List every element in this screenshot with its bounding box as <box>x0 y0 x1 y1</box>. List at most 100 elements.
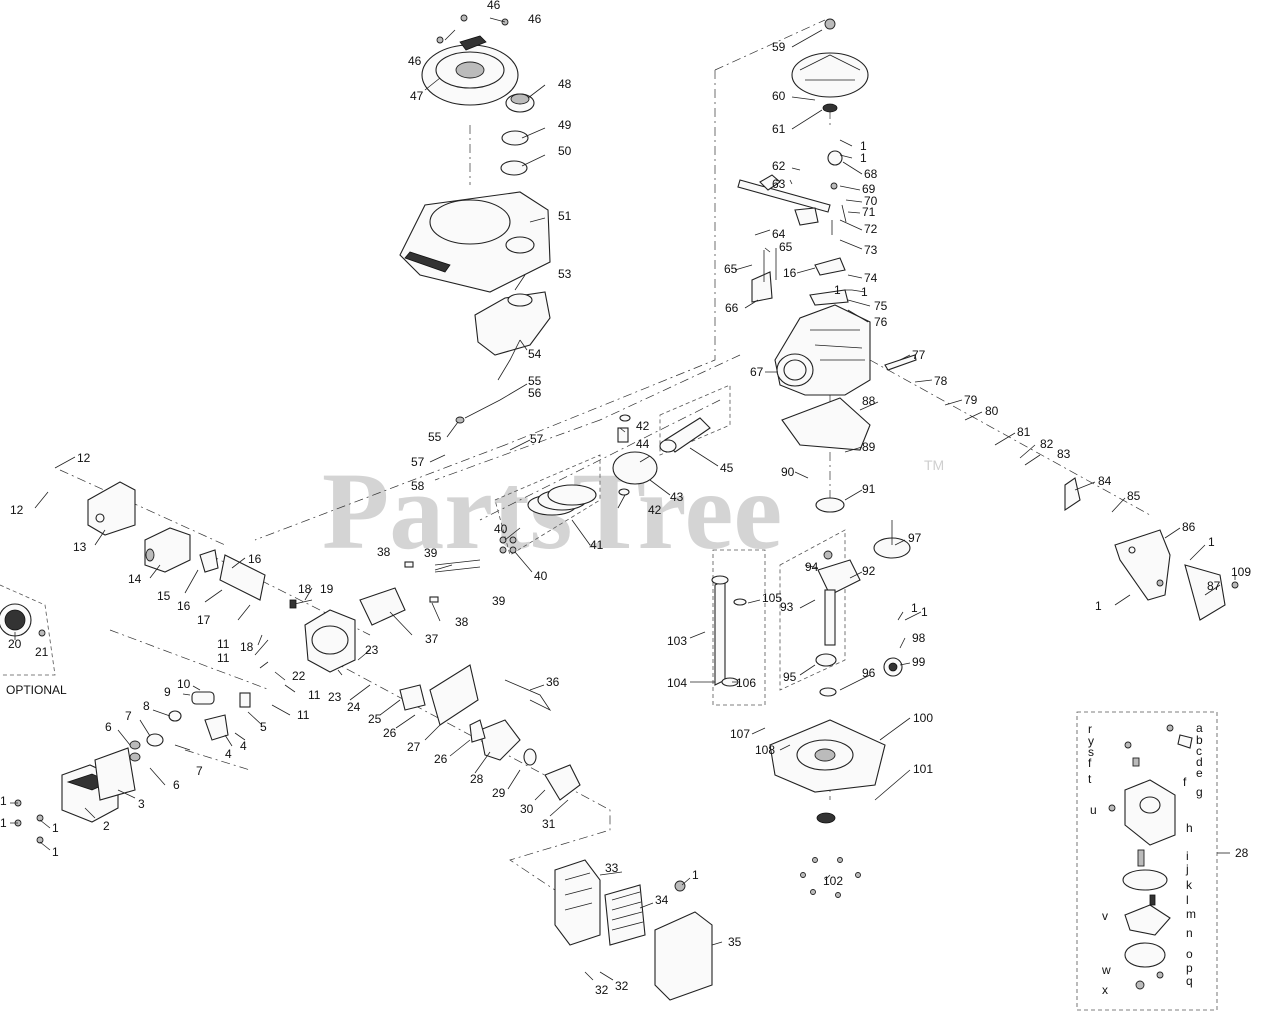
callout-i: i <box>1186 849 1189 863</box>
callout-44: 44 <box>636 437 650 451</box>
callout-86: 86 <box>1182 520 1196 534</box>
callout-53: 53 <box>558 267 572 281</box>
callout-109: 109 <box>1231 565 1251 579</box>
callout-106: 106 <box>736 676 756 690</box>
callout-17: 17 <box>197 613 211 627</box>
callout-94: 94 <box>805 560 819 574</box>
callout-12: 12 <box>77 451 91 465</box>
callout-1: 1 <box>52 821 59 835</box>
callout-6: 6 <box>105 720 112 734</box>
heat-shield <box>219 554 266 601</box>
callout-65: 65 <box>724 262 738 276</box>
oil-pump <box>883 657 903 677</box>
cover-bolts <box>14 799 44 844</box>
callout-96: 96 <box>862 666 876 680</box>
callout-95: 95 <box>783 670 797 684</box>
callout-1: 1 <box>52 845 59 859</box>
oring-96 <box>819 687 837 697</box>
callout-e: e <box>1196 766 1203 780</box>
callout-l: l <box>1186 893 1189 907</box>
callout-42: 42 <box>648 503 662 517</box>
callout-23: 23 <box>365 643 379 657</box>
callout-18: 18 <box>240 640 254 654</box>
callout-28: 28 <box>470 772 484 786</box>
callout-48: 48 <box>558 77 572 91</box>
callout-x: x <box>1102 983 1108 997</box>
callout-v: v <box>1102 909 1108 923</box>
callout-a: a <box>1196 721 1203 735</box>
dipstick-tube <box>711 575 747 687</box>
callout-88: 88 <box>862 394 876 408</box>
callout-d: d <box>1196 755 1203 769</box>
flywheel <box>791 18 869 113</box>
callout-y: y <box>1088 734 1094 748</box>
callout-55: 55 <box>428 430 442 444</box>
callout-69: 69 <box>862 182 876 196</box>
callout-38: 38 <box>377 545 391 559</box>
recoil-starter <box>421 14 519 106</box>
fuel-tank <box>455 291 551 424</box>
oil-seal-91 <box>815 497 845 513</box>
callout-12: 12 <box>10 503 24 517</box>
callout-25: 25 <box>368 712 382 726</box>
callout-32: 32 <box>595 983 609 997</box>
starter-cup <box>505 93 535 113</box>
callout-10: 10 <box>177 677 191 691</box>
callout-57: 57 <box>411 455 425 469</box>
callout-b: b <box>1196 733 1203 747</box>
callout-75: 75 <box>874 299 888 313</box>
callout-q: q <box>1186 974 1193 988</box>
callout-46: 46 <box>528 12 542 26</box>
callout-67: 67 <box>750 365 764 379</box>
callout-71: 71 <box>862 205 876 219</box>
air-filter-base <box>554 859 601 946</box>
callout-107: 107 <box>730 727 750 741</box>
callout-1: 1 <box>861 285 868 299</box>
callout-29: 29 <box>492 786 506 800</box>
callout-54: 54 <box>528 347 542 361</box>
intake-carburetor <box>399 664 581 801</box>
callout-66: 66 <box>725 301 739 315</box>
callout-46: 46 <box>487 0 501 12</box>
callout-93: 93 <box>780 600 794 614</box>
callout-87: 87 <box>1207 579 1221 593</box>
callout-70: 70 <box>864 194 878 208</box>
callout-82: 82 <box>1040 437 1054 451</box>
callout-11: 11 <box>297 708 310 722</box>
callout-26: 26 <box>383 726 397 740</box>
callout-42: 42 <box>636 419 650 433</box>
control-bracket <box>1114 529 1239 621</box>
callout-16: 16 <box>177 599 191 613</box>
callout-1: 1 <box>860 139 867 153</box>
callout-g: g <box>1196 785 1203 799</box>
cover-bolts-102 <box>800 857 861 898</box>
callout-1: 1 <box>1208 535 1215 549</box>
callout-18: 18 <box>298 582 312 596</box>
callout-30: 30 <box>520 802 534 816</box>
callout-21: 21 <box>35 645 49 659</box>
callout-5: 5 <box>260 720 267 734</box>
callout-19: 19 <box>320 582 334 596</box>
muffler <box>144 527 191 573</box>
oil-seal-101 <box>816 812 836 824</box>
callout-57: 57 <box>530 432 544 446</box>
bearing-95 <box>815 653 837 667</box>
callout-99: 99 <box>912 655 926 669</box>
callout-50: 50 <box>558 144 572 158</box>
callout-80: 80 <box>985 404 999 418</box>
callout-62: 62 <box>772 159 786 173</box>
callout-2: 2 <box>103 819 110 833</box>
callout-40: 40 <box>494 522 508 536</box>
callout-33: 33 <box>605 861 619 875</box>
callout-1: 1 <box>1095 599 1102 613</box>
callout-f: f <box>1088 756 1092 770</box>
callout-32: 32 <box>615 979 629 993</box>
callout-79: 79 <box>964 393 978 407</box>
group-boxes <box>0 384 1230 1011</box>
callout-20: 20 <box>8 637 22 651</box>
callout-n: n <box>1186 926 1193 940</box>
callout-4: 4 <box>225 747 232 761</box>
callout-k: k <box>1186 878 1193 892</box>
lever-84 <box>1064 477 1081 512</box>
